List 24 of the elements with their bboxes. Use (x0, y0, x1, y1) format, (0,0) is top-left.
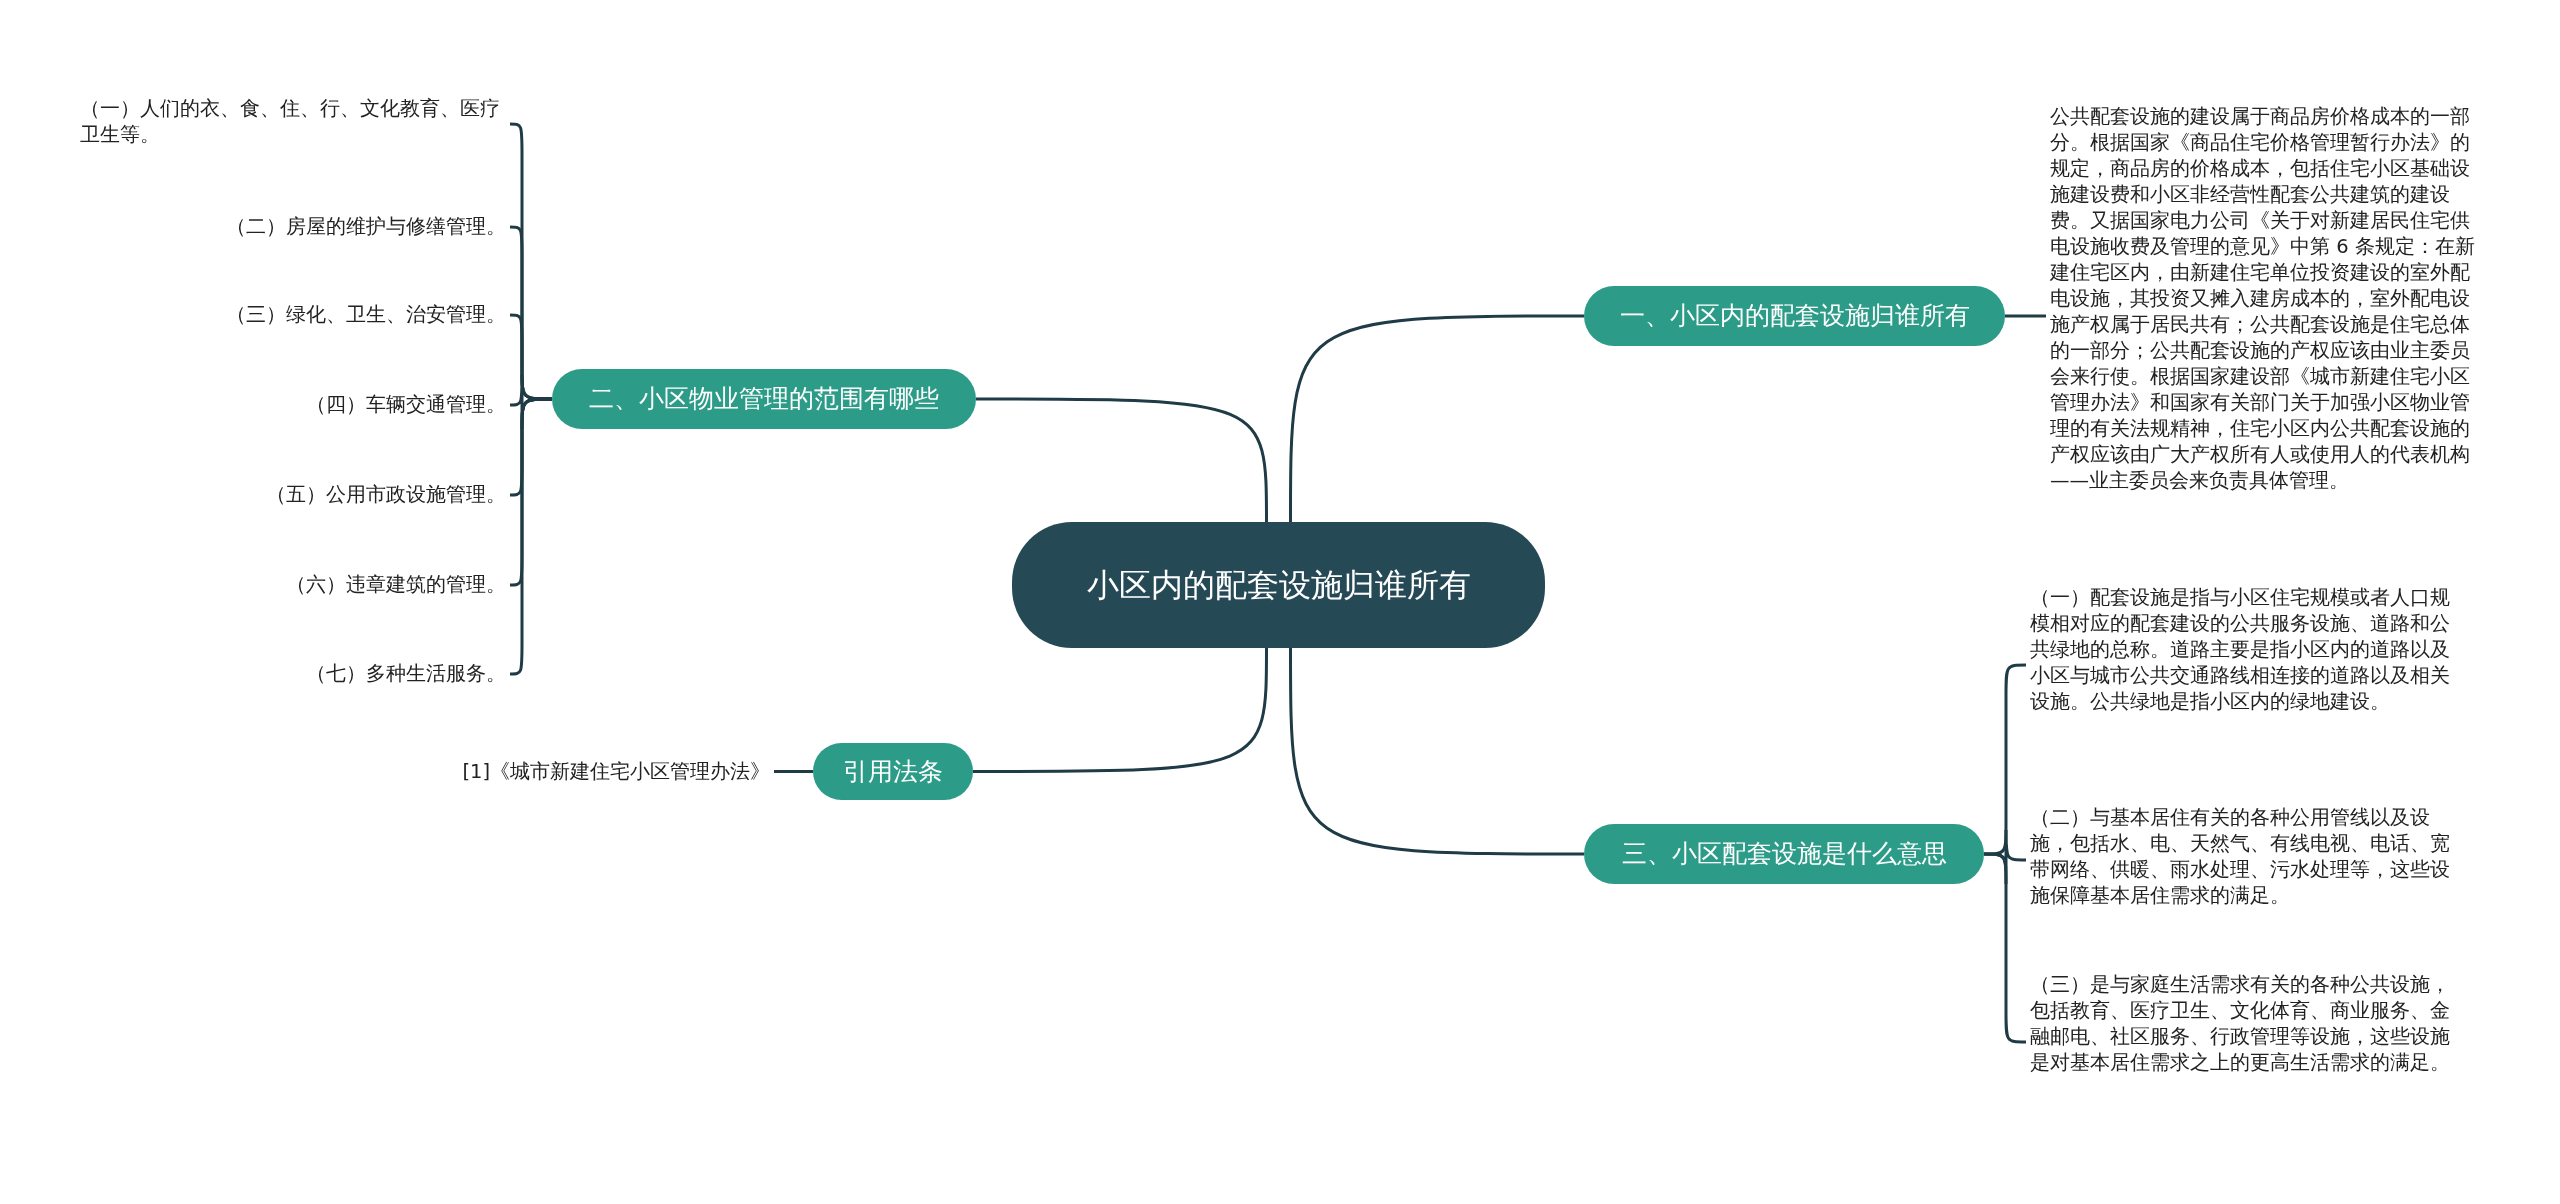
note-text: （一）人们的衣、食、住、行、文化教育、医疗卫生等。 (80, 96, 506, 152)
central-topic: 小区内的配套设施归谁所有 (1012, 522, 1545, 648)
topic-pill: 二、小区物业管理的范围有哪些 (552, 369, 976, 429)
note-text: （二）房屋的维护与修缮管理。 (160, 212, 506, 242)
topic-pill: 一、小区内的配套设施归谁所有 (1584, 286, 2005, 346)
connector-line (1289, 648, 1584, 856)
note-text: （三）绿化、卫生、治安管理。 (160, 300, 506, 330)
connector-line (1289, 314, 1584, 522)
connector-line (973, 648, 1268, 773)
note-text: 公共配套设施的建设属于商品房价格成本的一部分。根据国家《商品住宅价格管理暂行办法》的规定，商品房的价格成本，包括住宅小区基础设施建设费和小区非经营性配套公共建筑的建设费。又据国家电力公司《关于对新建居民住宅供电设施收费及管理的意见》中第 6 条规定：在新建住宅区内，由新建住宅单位投资建设的室外配电设施，其投资又摊入建房成本的，室外配电设施产权属于居民共有；公共配套设施是住宅总体的一部分；公共配套设施的产权应该由业主委员会来行使。根据国家建设部《城市新建住宅小区管理办法》和国家有关部门关于加强小区物业管理的有关法规精神，住宅小区内公共配套设施的产权应该由广大产权所有人或使用人的代表机构——业主委员会来负责具体管理。 (2050, 104, 2480, 524)
note-text: （二）与基本居住有关的各种公用管线以及设施，包括水、电、天然气、有线电视、电话、宽带网络、供暖、雨水处理、污水处理等，这些设施保障基本居住需求的满足。 (2030, 805, 2460, 915)
note-text: （七）多种生活服务。 (160, 659, 506, 689)
topic-pill: 引用法条 (813, 743, 973, 800)
topic-pill: 三、小区配套设施是什么意思 (1584, 824, 1984, 884)
note-text: （一）配套设施是指与小区住宅规模或者人口规模相对应的配套建设的公共服务设施、道路和公共绿地的总称。道路主要是指小区内的道路以及小区与城市公共交通路线相连接的道路以及相关设施。公共绿地是指小区内的绿地建设。 (2030, 585, 2460, 745)
note-text: [1]《城市新建住宅小区管理办法》 (400, 757, 770, 787)
note-text: （五）公用市政设施管理。 (160, 480, 506, 510)
connector-line (976, 397, 1268, 522)
connector-line (510, 313, 552, 401)
note-text: （六）违章建筑的管理。 (160, 570, 506, 600)
note-text: （四）车辆交通管理。 (160, 390, 506, 420)
note-text: （三）是与家庭生活需求有关的各种公共设施，包括教育、医疗卫生、文化体育、商业服务、金融邮电、社区服务、行政管理等设施，这些设施是对基本居住需求之上的更高生活需求的满足。 (2030, 972, 2460, 1112)
connector-line (774, 770, 813, 773)
connector-line (2005, 314, 2046, 318)
